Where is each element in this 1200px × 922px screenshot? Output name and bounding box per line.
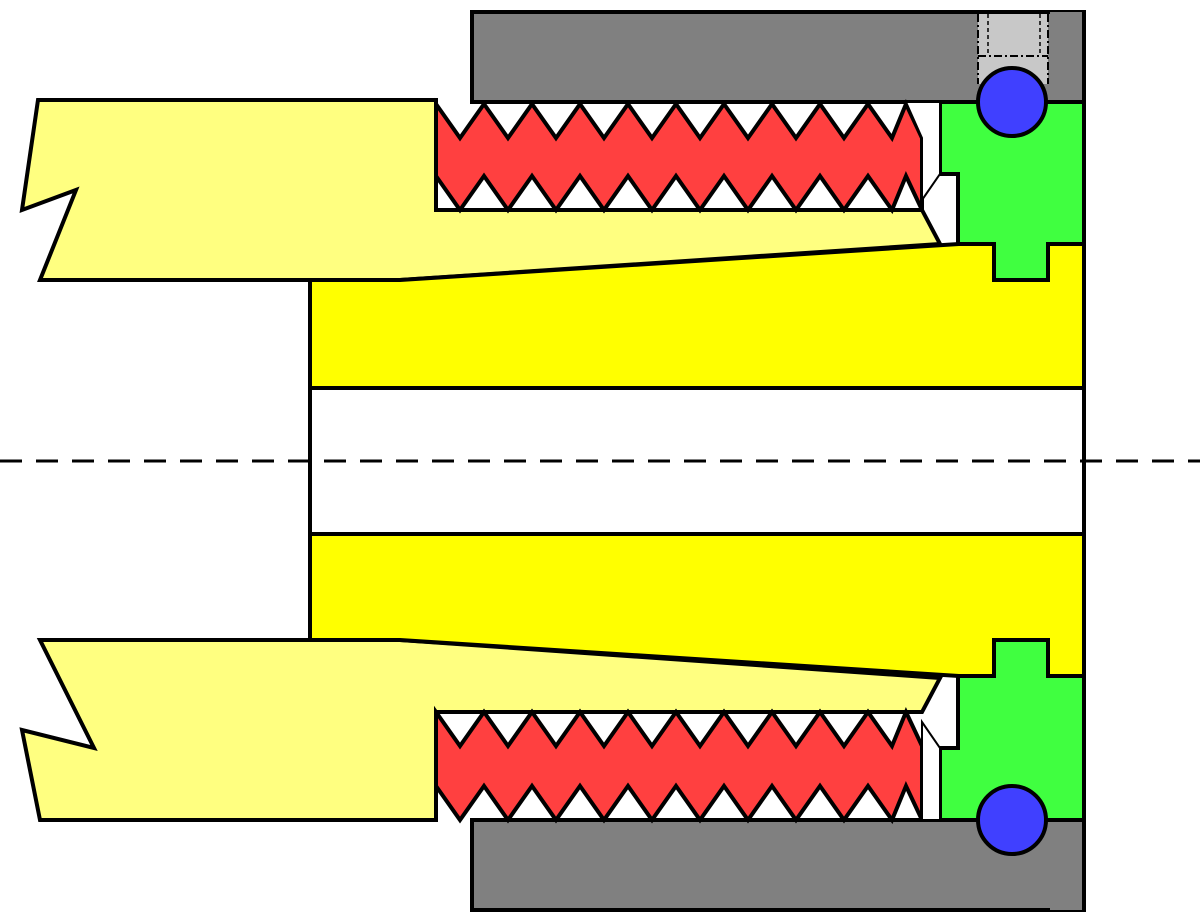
seal-ring-upper: [938, 100, 1086, 282]
thread-upper: [434, 97, 924, 215]
gap-lower: [921, 718, 941, 821]
o-ring-upper: [976, 66, 1048, 138]
o-ring-lower: [976, 784, 1048, 856]
gap-upper: [904, 101, 941, 204]
thread-lower: [434, 705, 924, 825]
